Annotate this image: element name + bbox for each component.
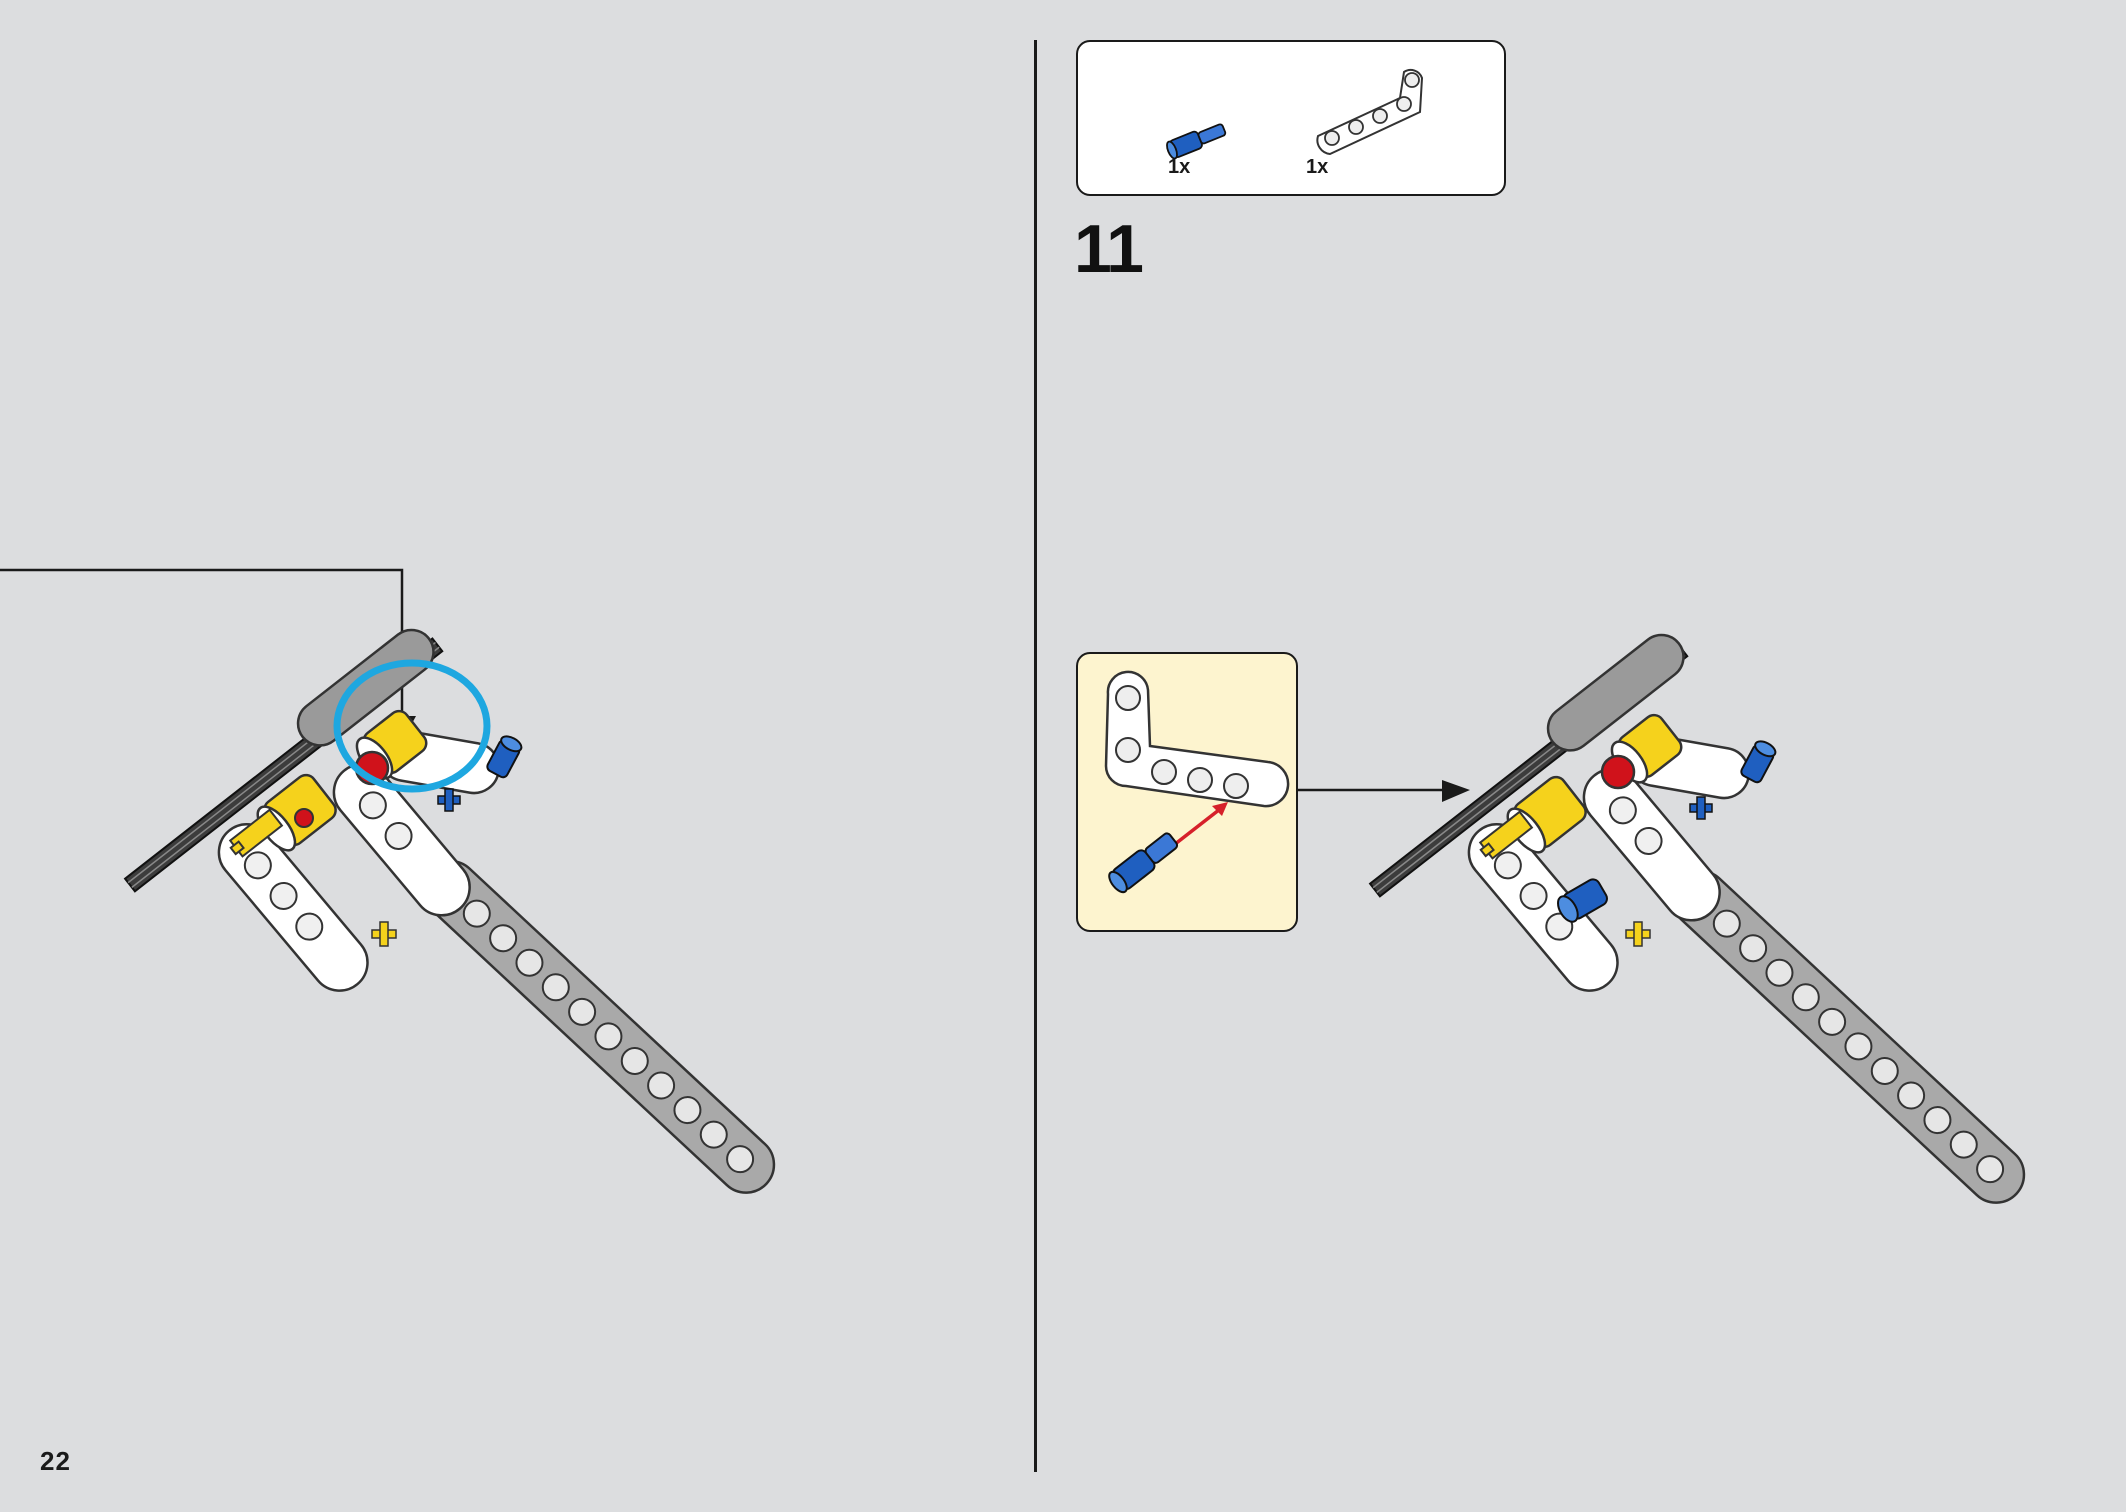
- yellow-cross-mark: [371, 921, 397, 947]
- yellow-axle-end: [1478, 810, 1534, 860]
- blue-pin-right: [1740, 740, 1777, 784]
- gray-connector: [1546, 633, 1685, 752]
- gray-beam-long: [1671, 869, 2026, 1204]
- gray-beam-long: [421, 859, 776, 1194]
- page-divider: [1034, 40, 1037, 1472]
- white-beam-2: [1582, 768, 1721, 922]
- blue-cross-mark: [437, 788, 461, 812]
- page-number: 22: [40, 1446, 71, 1476]
- assembly-current: [1368, 633, 2026, 1204]
- yellow-cross-mark: [1625, 921, 1651, 947]
- blue-pin-right: [486, 735, 523, 779]
- sub-assembly-callout: [1076, 652, 1298, 932]
- step-number: 11: [1074, 211, 1144, 287]
- highlight-circle: [333, 659, 491, 793]
- part-qty-1: 1x: [1168, 156, 1191, 178]
- blue-cross-mark: [1689, 796, 1713, 820]
- white-beam-2: [332, 763, 471, 917]
- blue-pin-added: [1557, 878, 1608, 923]
- red-pin: [1600, 754, 1636, 790]
- yellow-axle-end: [228, 808, 284, 858]
- callout-arrow: [1298, 780, 1470, 802]
- parts-list-box: 1x 1x: [1076, 40, 1506, 196]
- sub-assembly-drawing: [1104, 670, 1290, 894]
- assembly-previous: [123, 628, 776, 1194]
- blue-axle-pin-icon: [1166, 123, 1227, 160]
- white-beam-1: [217, 823, 369, 992]
- part-qty-2: 1x: [1306, 156, 1329, 178]
- gray-connector: [296, 628, 435, 747]
- white-l-beam-icon: [1316, 69, 1424, 156]
